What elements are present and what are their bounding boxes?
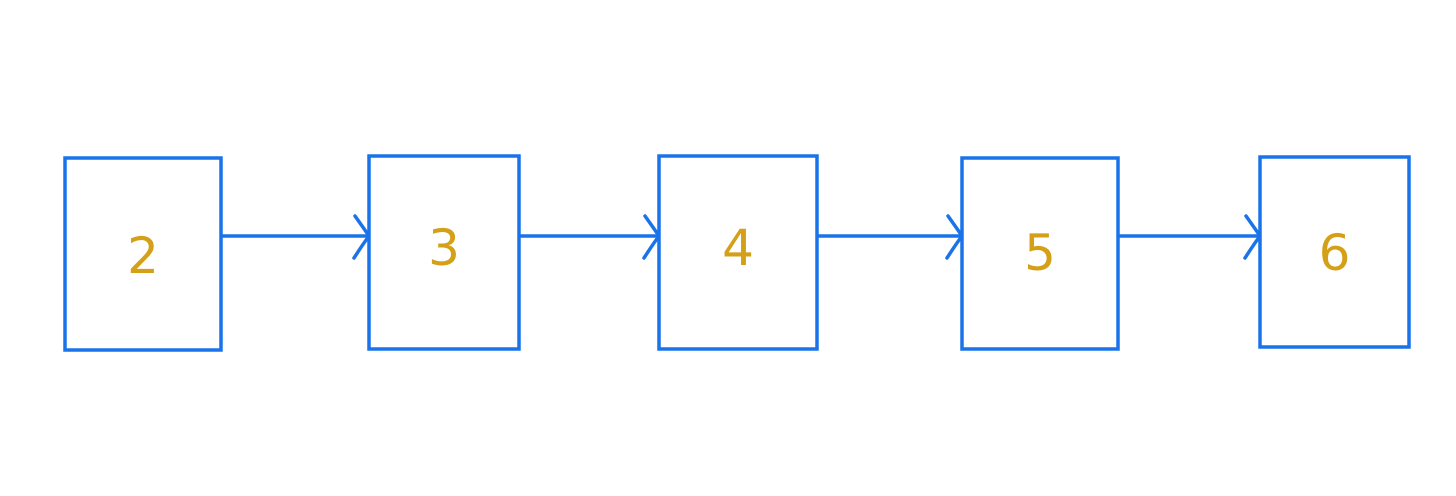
nodes-layer: 2 3 4 5 6: [63, 154, 1411, 352]
edge-arrow: [1116, 214, 1262, 260]
node-label: 3: [428, 219, 460, 277]
edge-arrow: [815, 214, 964, 260]
node-box: [1258, 155, 1411, 349]
list-node: 5: [960, 156, 1120, 351]
node-label: 4: [722, 219, 754, 277]
node-label: 6: [1319, 224, 1351, 282]
node-box: [367, 154, 521, 351]
edge-arrow: [517, 214, 661, 260]
list-node: 6: [1258, 155, 1411, 349]
list-node: 3: [367, 154, 521, 351]
list-node: 4: [657, 154, 819, 351]
node-label: 2: [127, 227, 159, 285]
edge-arrow: [219, 214, 371, 260]
node-box: [657, 154, 819, 351]
node-box: [960, 156, 1120, 351]
node-label: 5: [1024, 224, 1056, 282]
node-box: [63, 156, 223, 352]
list-node: 2: [63, 156, 223, 352]
